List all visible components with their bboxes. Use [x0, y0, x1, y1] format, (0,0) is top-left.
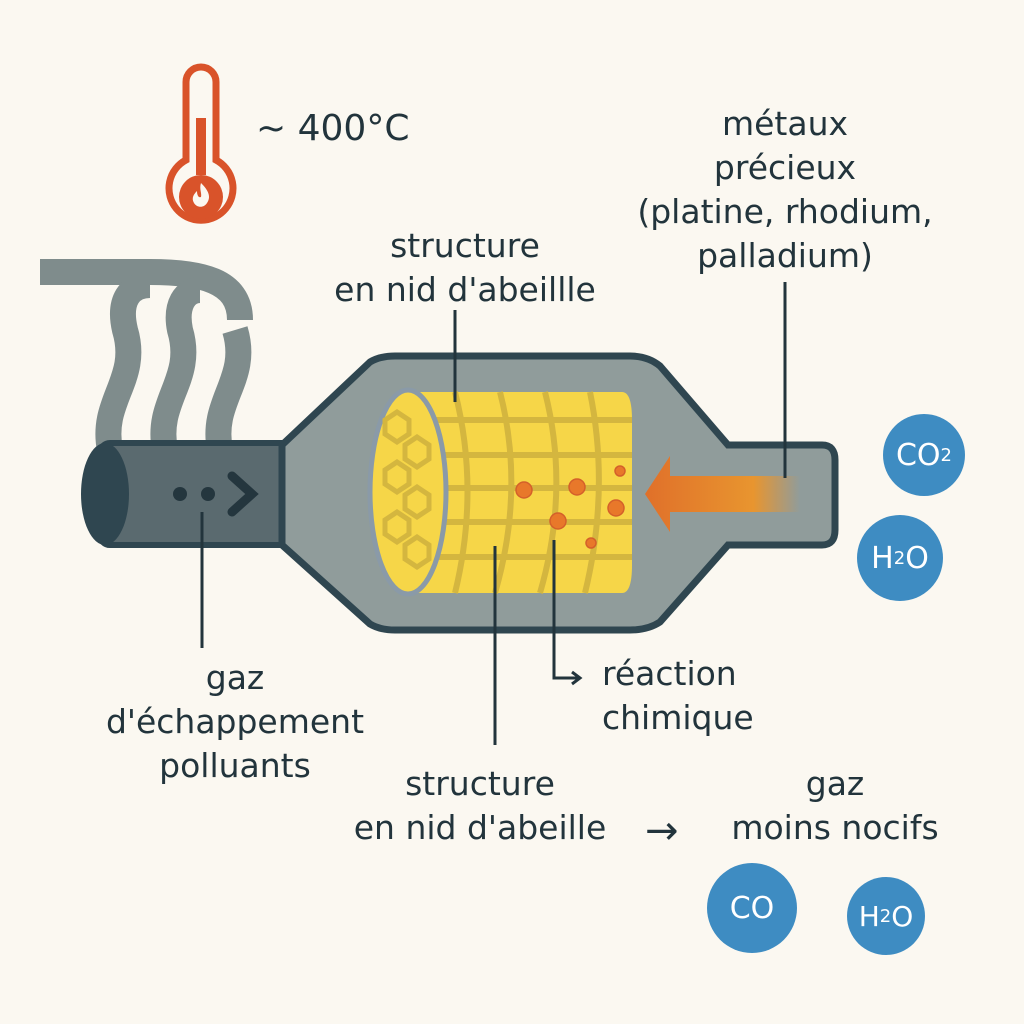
molecule-tail: O [905, 540, 929, 576]
molecule-base: H [858, 899, 880, 933]
exhaust-manifold [40, 259, 253, 453]
exhaust-line-1: gaz [205, 658, 265, 697]
molecule-subscript: 2 [893, 547, 906, 569]
reaction-line-1: réaction [602, 654, 737, 693]
metals-line-1: métaux [721, 104, 849, 143]
honeycomb-bottom-line-2: en nid d'abeille [353, 808, 607, 847]
molecule-base: CO [729, 890, 775, 926]
flow-arrow [645, 456, 800, 532]
thermometer-flame-icon [165, 63, 237, 224]
output-line-2: moins nocifs [731, 808, 939, 847]
metals-label: métaux précieux (platine, rhodium, palla… [600, 102, 970, 278]
output-line-1: gaz [805, 764, 865, 803]
inlet-pipe [81, 440, 308, 548]
honeycomb-top-label: structure en nid d'abeillle [290, 224, 640, 312]
reaction-line-2: chimique [602, 698, 754, 737]
honeycomb-bottom-label: structure en nid d'abeille [310, 762, 650, 850]
molecule-tail: O [891, 899, 914, 933]
exhaust-line-3: polluants [159, 746, 311, 785]
reaction-label: réaction chimique [602, 652, 754, 740]
honeycomb-core [367, 387, 632, 597]
molecule-base: H [871, 540, 894, 576]
reaction-particles [515, 465, 626, 549]
molecule-subscript: 2 [940, 444, 952, 466]
honeycomb-bottom-line-1: structure [405, 764, 555, 803]
metals-line-3: (platine, rhodium, [637, 192, 933, 231]
exhaust-line-2: d'échappement [105, 702, 365, 741]
output-label: gaz moins nocifs [700, 762, 970, 850]
honeycomb-top-line-2: en nid d'abeillle [334, 270, 596, 309]
leader-lines [200, 282, 787, 745]
metals-line-4: palladium) [697, 236, 873, 275]
molecule-co: CO [707, 863, 797, 953]
metals-line-2: précieux [713, 148, 857, 187]
temperature-label: ~ 400°C [256, 108, 410, 149]
molecule-base: CO [895, 437, 941, 473]
exhaust-label: gaz d'échappement polluants [80, 656, 390, 788]
molecule-subscript: 2 [879, 905, 892, 927]
honeycomb-top-line-1: structure [390, 226, 540, 265]
output-arrow: → [645, 808, 679, 854]
